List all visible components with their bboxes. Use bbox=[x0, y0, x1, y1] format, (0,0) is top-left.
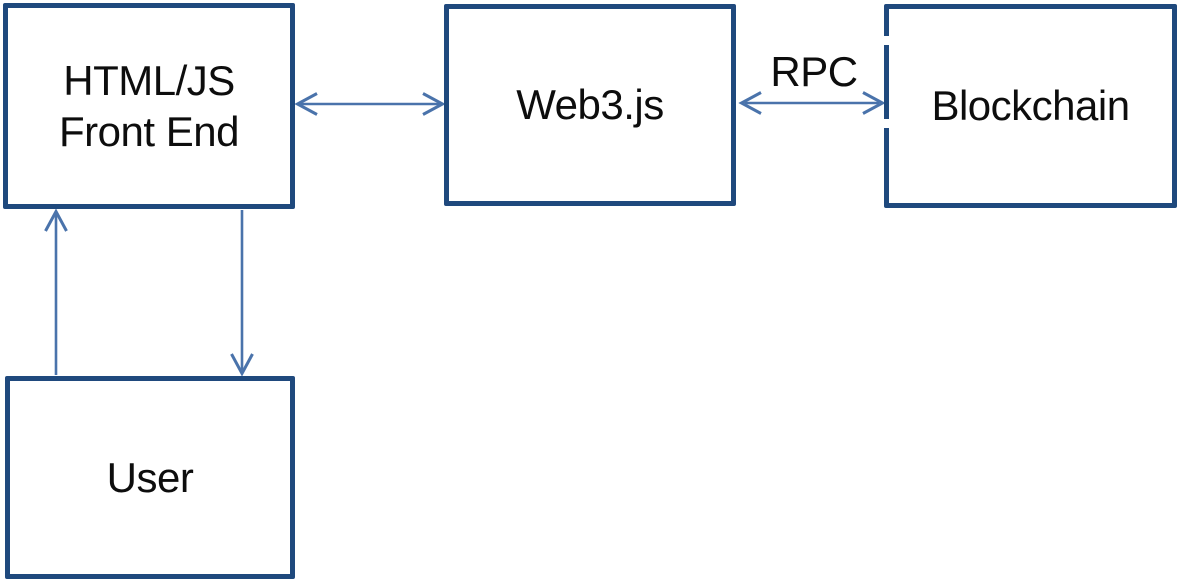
edge-rpc-label: RPC bbox=[770, 48, 858, 95]
node-web3: Web3.js bbox=[444, 4, 736, 206]
node-blockchain: Blockchain bbox=[884, 4, 1177, 208]
connector-gap-top bbox=[883, 36, 892, 45]
arrowhead-left-icon bbox=[738, 91, 762, 115]
arrow-user-to-frontend bbox=[44, 208, 68, 375]
arrowhead-right-icon bbox=[422, 92, 446, 116]
node-user: User bbox=[5, 376, 295, 579]
connector-gap-bottom bbox=[883, 119, 892, 128]
arrowhead-right-icon bbox=[862, 91, 886, 115]
arrow-web3-blockchain-rpc bbox=[738, 91, 886, 115]
node-blockchain-label: Blockchain bbox=[931, 82, 1130, 130]
node-user-label: User bbox=[106, 453, 194, 501]
node-web3-label: Web3.js bbox=[516, 81, 664, 129]
node-frontend: HTML/JS Front End bbox=[3, 3, 295, 209]
arrow-frontend-to-user bbox=[230, 210, 254, 377]
arrowhead-up-icon bbox=[44, 208, 68, 232]
arrowhead-down-icon bbox=[230, 353, 254, 377]
arrowhead-left-icon bbox=[294, 92, 318, 116]
arrow-frontend-web3 bbox=[294, 92, 446, 116]
node-frontend-label: HTML/JS Front End bbox=[59, 56, 239, 155]
